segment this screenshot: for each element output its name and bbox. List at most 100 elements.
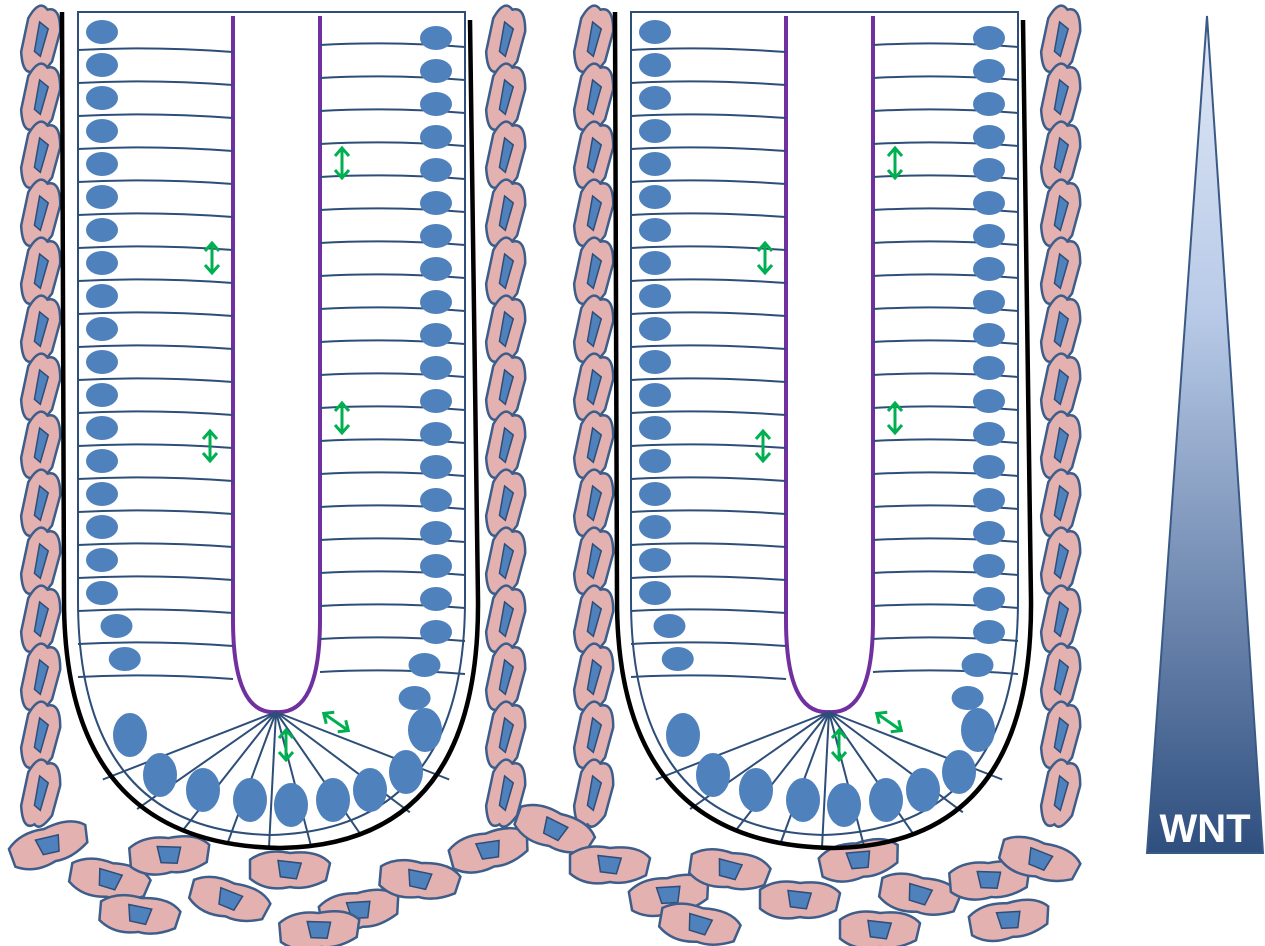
- nucleus: [86, 482, 118, 506]
- stromal-cell: [129, 833, 212, 877]
- nucleus: [420, 587, 452, 611]
- nucleus: [86, 185, 118, 209]
- nucleus: [639, 449, 671, 473]
- nucleus: [420, 455, 452, 479]
- nucleus: [86, 581, 118, 605]
- nucleus: [973, 257, 1005, 281]
- nucleus: [639, 383, 671, 407]
- nucleus: [973, 455, 1005, 479]
- nucleus: [420, 422, 452, 446]
- stromal-nucleus: [278, 860, 301, 878]
- nucleus: [420, 488, 452, 512]
- nucleus: [420, 554, 452, 578]
- nucleus: [639, 548, 671, 572]
- nucleus: [86, 416, 118, 440]
- nucleus: [654, 614, 686, 638]
- nucleus: [420, 620, 452, 644]
- stromal-cell: [570, 846, 650, 883]
- stromal-cell: [840, 911, 920, 946]
- nucleus: [827, 783, 861, 827]
- nucleus: [420, 59, 452, 83]
- stromal-nucleus: [868, 920, 891, 938]
- nucleus: [113, 713, 147, 757]
- lumen-apical-membrane: [786, 16, 873, 712]
- nucleus: [233, 778, 267, 822]
- stromal-nucleus: [307, 920, 332, 940]
- nucleus: [101, 614, 133, 638]
- nucleus: [409, 653, 441, 677]
- nucleus: [639, 152, 671, 176]
- nucleus: [420, 92, 452, 116]
- nucleus: [962, 653, 994, 677]
- nucleus: [973, 191, 1005, 215]
- nucleus: [420, 521, 452, 545]
- nucleus: [86, 548, 118, 572]
- nucleus: [973, 389, 1005, 413]
- nucleus: [696, 753, 730, 797]
- nucleus: [973, 125, 1005, 149]
- nucleus: [420, 323, 452, 347]
- nucleus: [86, 317, 118, 341]
- nucleus: [973, 323, 1005, 347]
- nucleus: [86, 20, 118, 44]
- nucleus: [639, 284, 671, 308]
- nucleus: [973, 620, 1005, 644]
- nucleus: [952, 686, 984, 710]
- nucleus: [639, 317, 671, 341]
- nucleus: [639, 515, 671, 539]
- nucleus: [420, 158, 452, 182]
- crypt-right: [615, 12, 1031, 848]
- stromal-cell: [250, 851, 330, 888]
- nucleus: [961, 708, 995, 752]
- nucleus: [639, 581, 671, 605]
- stromal-cell: [279, 908, 362, 946]
- nucleus: [143, 753, 177, 797]
- nucleus: [420, 224, 452, 248]
- nucleus: [973, 488, 1005, 512]
- nucleus: [973, 356, 1005, 380]
- nucleus: [420, 356, 452, 380]
- stromal-cell: [99, 893, 182, 937]
- nucleus: [639, 350, 671, 374]
- nucleus: [973, 224, 1005, 248]
- nucleus: [86, 218, 118, 242]
- nucleus: [662, 647, 694, 671]
- nucleus: [973, 26, 1005, 50]
- nucleus: [639, 119, 671, 143]
- stromal-cell: [967, 895, 1052, 945]
- stromal-cell: [17, 757, 64, 830]
- nucleus: [973, 587, 1005, 611]
- nucleus: [639, 218, 671, 242]
- nucleus: [973, 158, 1005, 182]
- nucleus: [353, 768, 387, 812]
- nucleus: [86, 53, 118, 77]
- stromal-cell: [1037, 757, 1084, 830]
- nucleus: [639, 251, 671, 275]
- stromal-cell: [657, 900, 742, 946]
- stromal-nucleus: [157, 845, 182, 865]
- nucleus: [420, 290, 452, 314]
- nucleus: [973, 290, 1005, 314]
- nucleus: [109, 647, 141, 671]
- nucleus: [86, 251, 118, 275]
- nucleus: [86, 152, 118, 176]
- nucleus: [389, 750, 423, 794]
- nucleus: [639, 416, 671, 440]
- nucleus: [420, 389, 452, 413]
- stromal-cell: [760, 881, 840, 918]
- lumen-apical-membrane: [233, 16, 320, 712]
- nucleus: [420, 257, 452, 281]
- nucleus: [973, 92, 1005, 116]
- nucleus: [639, 20, 671, 44]
- stromal-nucleus: [598, 855, 621, 873]
- nucleus: [786, 778, 820, 822]
- nucleus: [86, 284, 118, 308]
- nucleus: [942, 750, 976, 794]
- nucleus: [639, 53, 671, 77]
- nucleus: [973, 422, 1005, 446]
- nucleus: [420, 191, 452, 215]
- nucleus: [639, 86, 671, 110]
- stromal-nucleus: [788, 890, 811, 908]
- nucleus: [186, 768, 220, 812]
